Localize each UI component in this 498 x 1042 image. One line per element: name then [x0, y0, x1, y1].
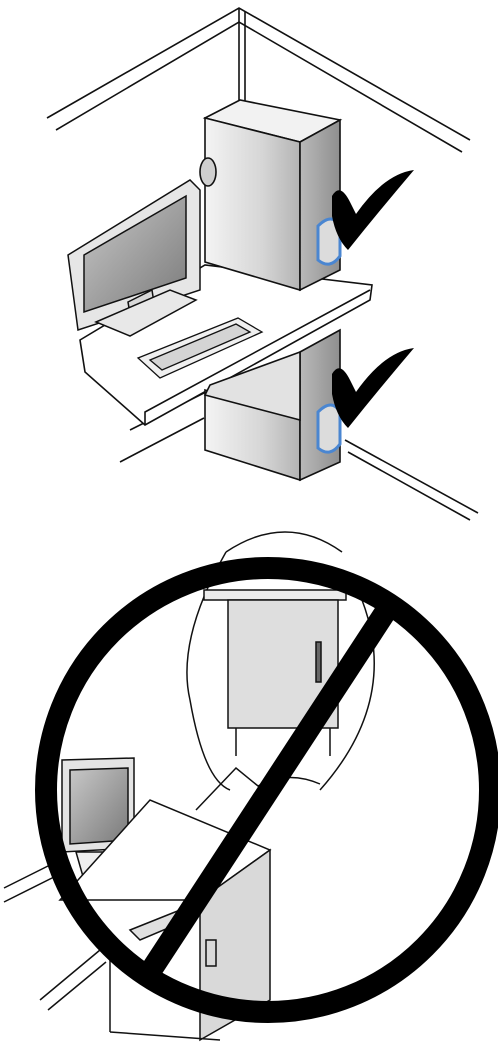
enclosed-cabinet [204, 590, 346, 756]
tower-on-desk [200, 100, 340, 290]
checkmark-icon [332, 348, 414, 428]
prohibited-placement-panel [4, 532, 490, 1040]
checkmark-icon [332, 170, 414, 250]
approved-placement-panel [47, 8, 478, 520]
